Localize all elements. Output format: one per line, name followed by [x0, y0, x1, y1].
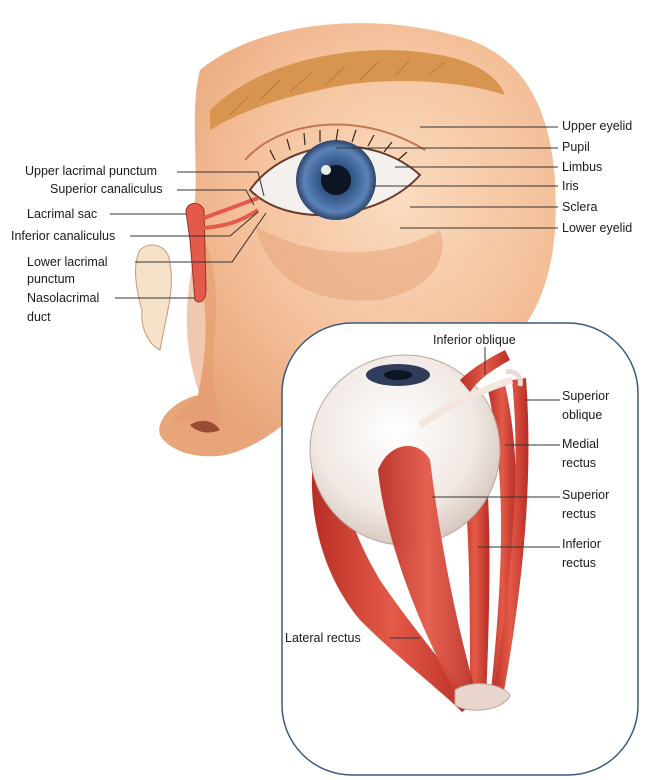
- label-lacrimal-sac: Lacrimal sac: [27, 207, 97, 222]
- label-sclera: Sclera: [562, 200, 597, 215]
- label-superior-rectus-line2: rectus: [562, 507, 596, 522]
- eye-highlight: [321, 165, 331, 175]
- label-inferior-rectus-line1: Inferior: [562, 537, 601, 552]
- label-lower-eyelid: Lower eyelid: [562, 221, 632, 236]
- label-pupil: Pupil: [562, 140, 590, 155]
- label-lower-lacrimal-punctum-line2: punctum: [27, 272, 75, 287]
- label-medial-rectus-line2: rectus: [562, 456, 596, 471]
- label-superior-oblique-line2: oblique: [562, 408, 602, 423]
- label-nasolacrimal-duct-line2: duct: [27, 310, 51, 325]
- label-lateral-rectus: Lateral rectus: [285, 631, 361, 646]
- label-inferior-oblique: Inferior oblique: [433, 333, 516, 348]
- label-upper-eyelid: Upper eyelid: [562, 119, 632, 134]
- label-limbus: Limbus: [562, 160, 602, 175]
- label-medial-rectus-line1: Medial: [562, 437, 599, 452]
- label-superior-rectus-line1: Superior: [562, 488, 609, 503]
- label-iris: Iris: [562, 179, 579, 194]
- label-superior-oblique-line1: Superior: [562, 389, 609, 404]
- label-superior-canaliculus: Superior canaliculus: [50, 182, 163, 197]
- label-inferior-rectus-line2: rectus: [562, 556, 596, 571]
- label-inferior-canaliculus: Inferior canaliculus: [11, 229, 115, 244]
- label-nasolacrimal-duct-line1: Nasolacrimal: [27, 291, 99, 306]
- cornea-pupil: [384, 370, 412, 380]
- label-upper-lacrimal-punctum: Upper lacrimal punctum: [25, 164, 157, 179]
- label-lower-lacrimal-punctum-line1: Lower lacrimal: [27, 255, 108, 270]
